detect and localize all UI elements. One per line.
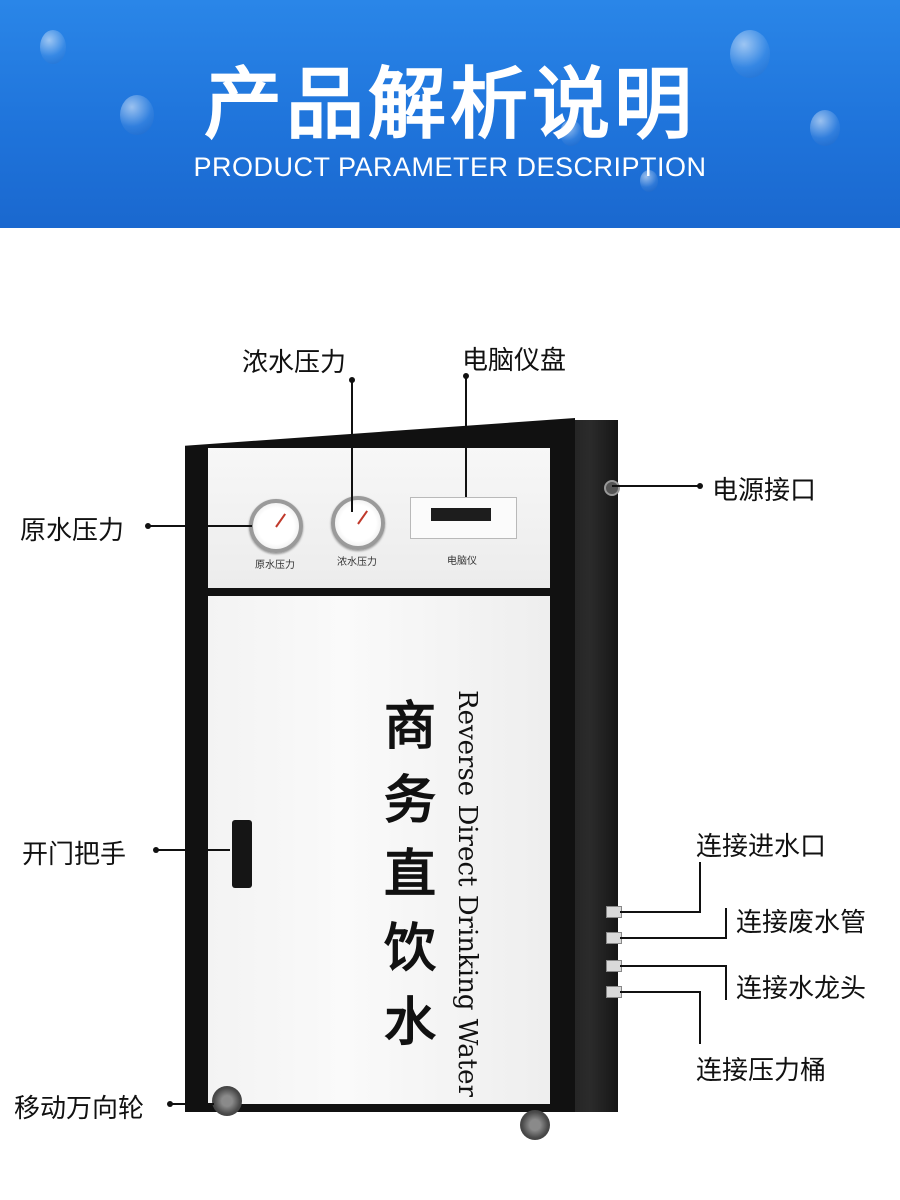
vertical-title-char: 直 [383, 845, 436, 905]
vertical-title-char: 水 [383, 993, 436, 1053]
controller-label: 电脑仪 [447, 556, 477, 567]
computer-controller [410, 497, 517, 539]
header-banner: 产品解析说明 PRODUCT PARAMETER DESCRIPTION [0, 0, 900, 228]
callout-raw-pressure: 原水压力 [20, 516, 125, 546]
vertical-title-char: 商 [383, 697, 436, 757]
caster-wheel-icon [212, 1086, 242, 1116]
water-drop-decoration [640, 170, 658, 192]
callout-waste-pipe: 连接废水管 [736, 908, 867, 938]
callout-power-port: 电源接口 [712, 476, 817, 506]
controller-screen [431, 508, 491, 521]
raw-water-gauge-label: 原水压力 [255, 560, 295, 571]
callout-computer-panel: 电脑仪盘 [462, 346, 567, 376]
vertical-title-char: 饮 [383, 919, 436, 979]
water-drop-decoration [120, 95, 154, 135]
power-port-icon [604, 480, 620, 496]
concentrate-gauge-label: 浓水压力 [337, 557, 377, 568]
callout-casters: 移动万向轮 [14, 1094, 145, 1124]
vertical-subtitle: Reverse Direct Drinking Water [452, 690, 482, 1097]
water-drop-decoration [810, 110, 840, 146]
page-subtitle: PRODUCT PARAMETER DESCRIPTION [193, 152, 707, 182]
vertical-title: 商 务 直 饮 水 [380, 690, 440, 1060]
page-title: 产品解析说明 [203, 60, 696, 150]
callout-inlet: 连接进水口 [696, 832, 827, 862]
water-drop-decoration [560, 120, 582, 146]
concentrate-gauge-icon [331, 496, 385, 550]
vertical-title-char: 务 [383, 771, 436, 831]
water-drop-decoration [40, 30, 66, 64]
callout-pressure-tank: 连接压力桶 [696, 1056, 827, 1086]
door-handle [232, 820, 252, 888]
callout-door-handle: 开门把手 [22, 840, 127, 870]
caster-wheel-icon [520, 1110, 550, 1140]
callout-concentrate-pressure: 浓水压力 [242, 348, 347, 378]
water-drop-decoration [730, 30, 770, 78]
callout-faucet: 连接水龙头 [736, 974, 867, 1004]
cabinet-door [208, 596, 550, 1104]
